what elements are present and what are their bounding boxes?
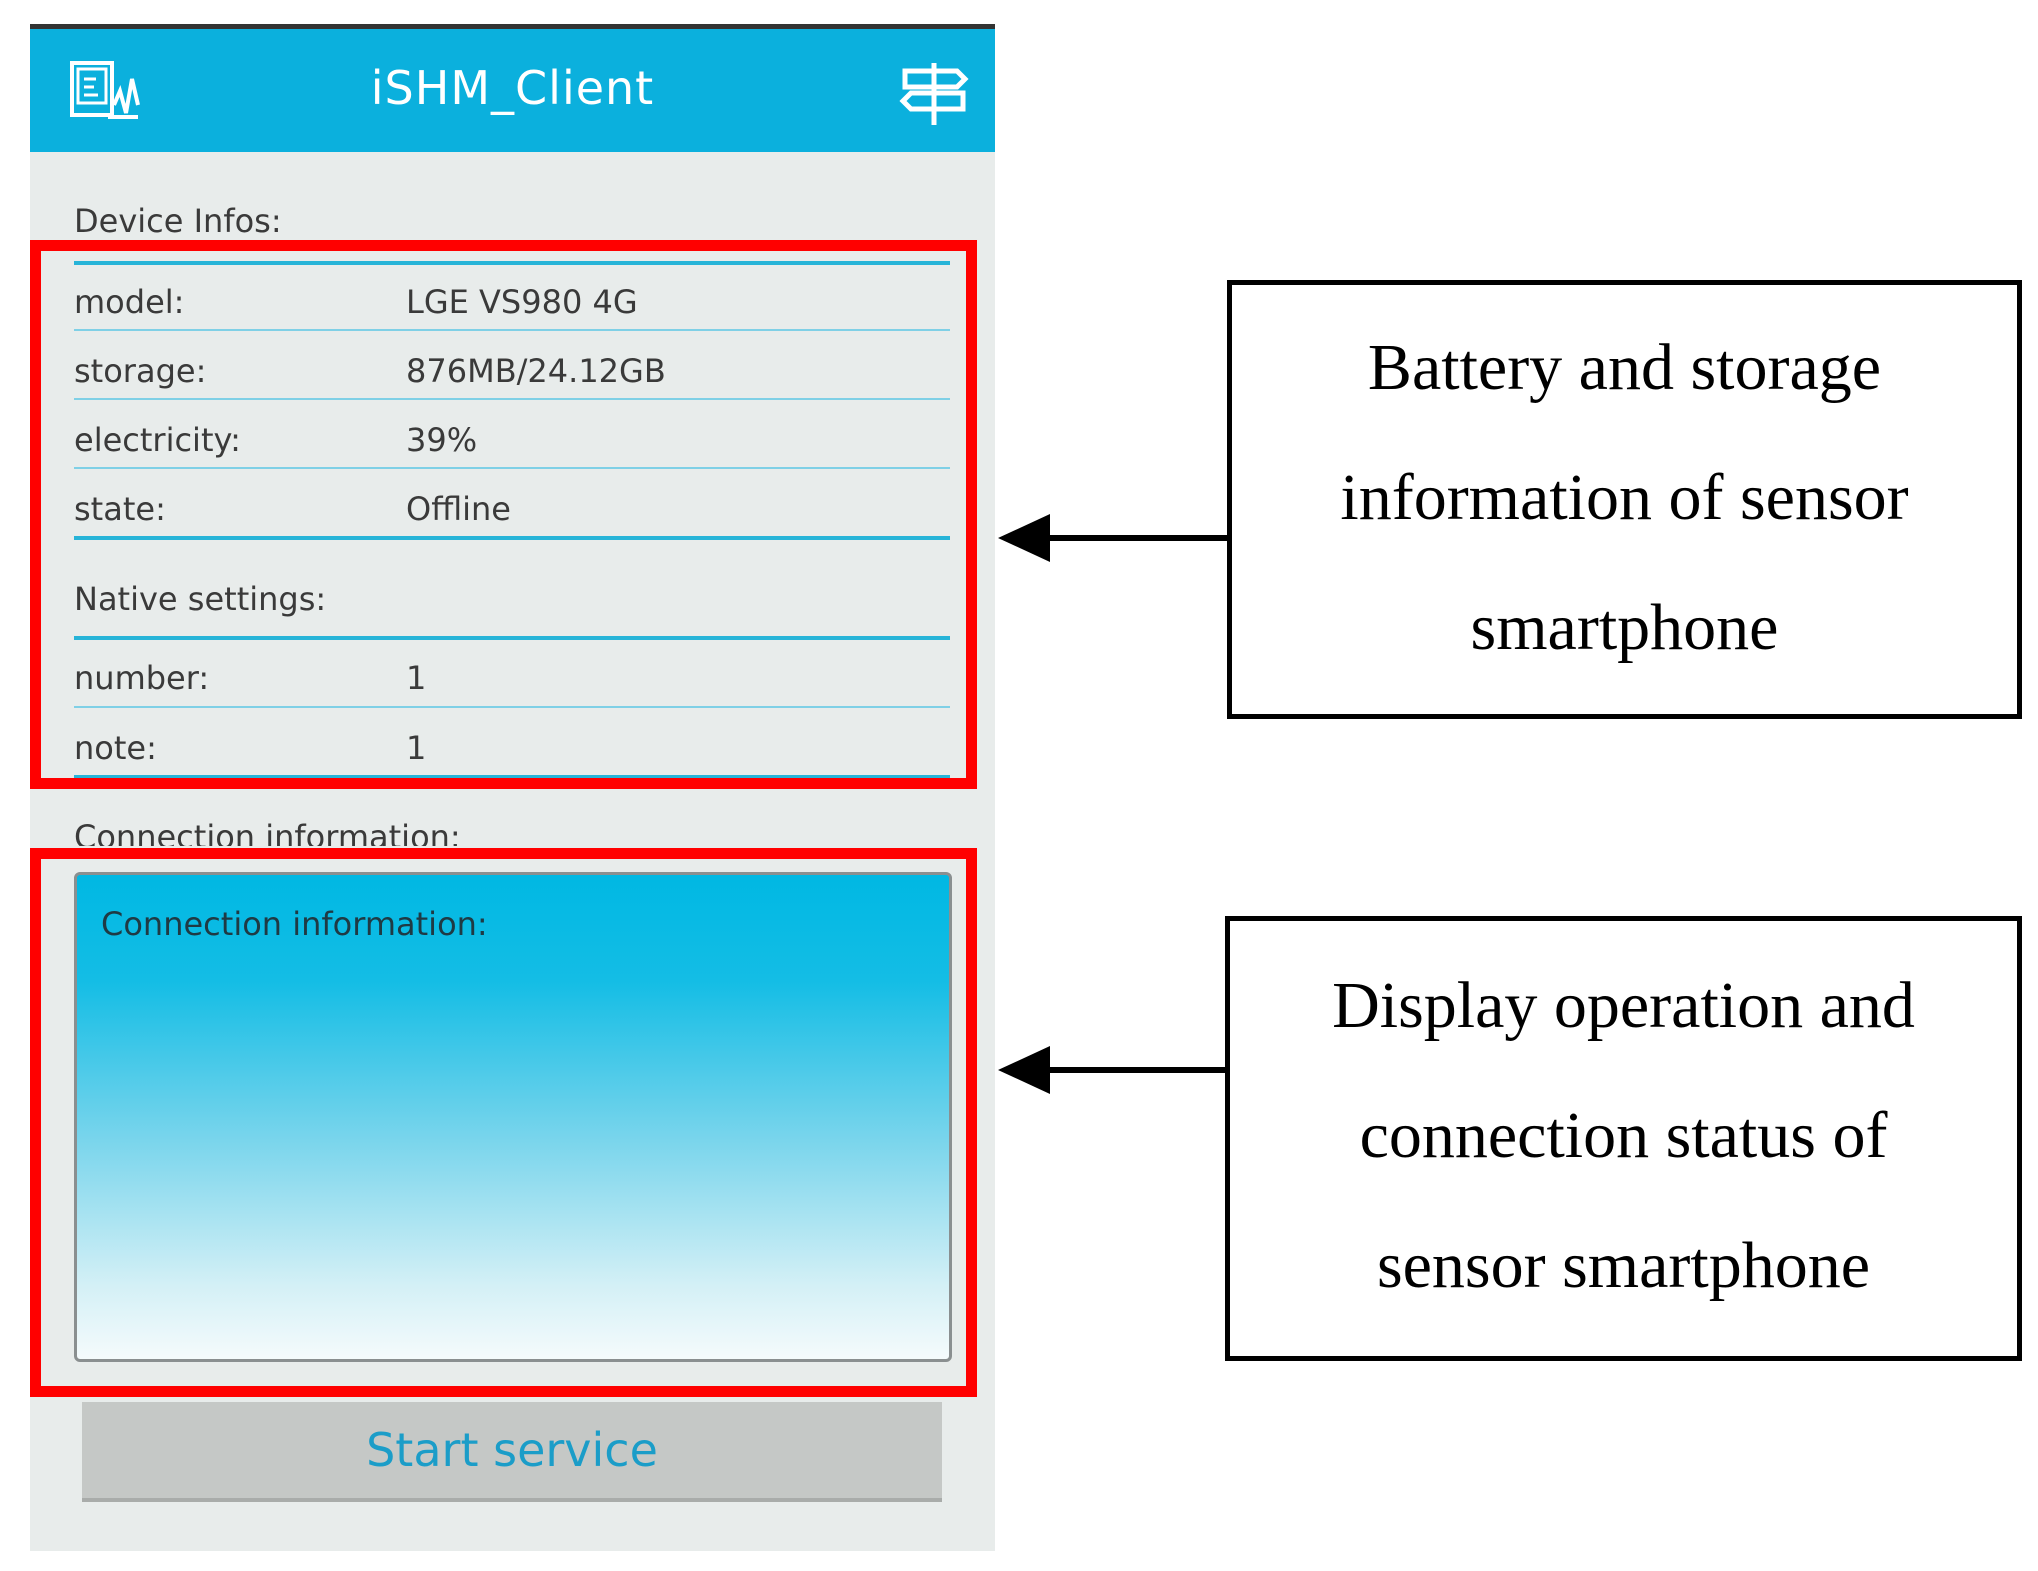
row-value: 876MB/24.12GB: [406, 352, 666, 390]
divider: [74, 329, 950, 331]
divider: [74, 636, 950, 640]
divider: [74, 775, 950, 779]
row-key: model:: [74, 283, 185, 321]
info-row-electricity: electricity: 39%: [74, 409, 950, 477]
start-service-button[interactable]: Start service: [82, 1402, 942, 1502]
annotation-connection-status: Display operation and connection status …: [1225, 916, 2022, 1361]
arrow-left-icon: [998, 1046, 1230, 1094]
setting-row-note[interactable]: note: 1: [74, 717, 950, 785]
info-row-model: model: LGE VS980 4G: [74, 271, 950, 339]
highlight-device-info-frame: [30, 240, 977, 789]
row-value: Offline: [406, 490, 511, 528]
app-title: iSHM_Client: [370, 61, 655, 115]
phone-sensor-icon[interactable]: [68, 59, 142, 123]
row-value: 1: [406, 729, 427, 767]
native-settings-heading: Native settings:: [74, 580, 327, 618]
divider: [74, 467, 950, 469]
connection-log-box[interactable]: Connection information:: [74, 872, 952, 1362]
arrow-left-icon: [998, 514, 1233, 562]
app-bar: iSHM_Client: [30, 29, 995, 152]
row-key: storage:: [74, 352, 207, 390]
highlight-connection-frame: [30, 848, 977, 1397]
divider: [74, 398, 950, 400]
annotation-line: sensor smartphone: [1376, 1229, 1871, 1302]
signpost-icon[interactable]: [897, 59, 971, 129]
annotation-line: smartphone: [1470, 591, 1779, 664]
connection-log-text: Connection information:: [101, 905, 488, 943]
connection-heading: Connection information:: [74, 818, 461, 846]
row-key: note:: [74, 729, 157, 767]
row-key: state:: [74, 490, 166, 528]
row-value: LGE VS980 4G: [406, 283, 638, 321]
row-value: 1: [406, 659, 427, 697]
divider: [74, 261, 950, 265]
row-value: 39%: [406, 421, 478, 459]
device-infos-heading: Device Infos:: [74, 202, 282, 240]
annotation-line: connection status of: [1359, 1099, 1888, 1172]
setting-row-number[interactable]: number: 1: [74, 647, 950, 715]
row-key: number:: [74, 659, 210, 697]
annotation-line: Display operation and: [1332, 969, 1915, 1042]
info-row-state: state: Offline: [74, 478, 950, 546]
divider: [74, 536, 950, 540]
info-row-storage: storage: 876MB/24.12GB: [74, 340, 950, 408]
annotation-battery-storage: Battery and storage information of senso…: [1227, 280, 2022, 719]
annotation-line: information of sensor: [1340, 461, 1909, 534]
top-border: [30, 24, 995, 29]
annotation-line: Battery and storage: [1367, 331, 1882, 404]
row-key: electricity:: [74, 421, 241, 459]
divider: [74, 706, 950, 708]
